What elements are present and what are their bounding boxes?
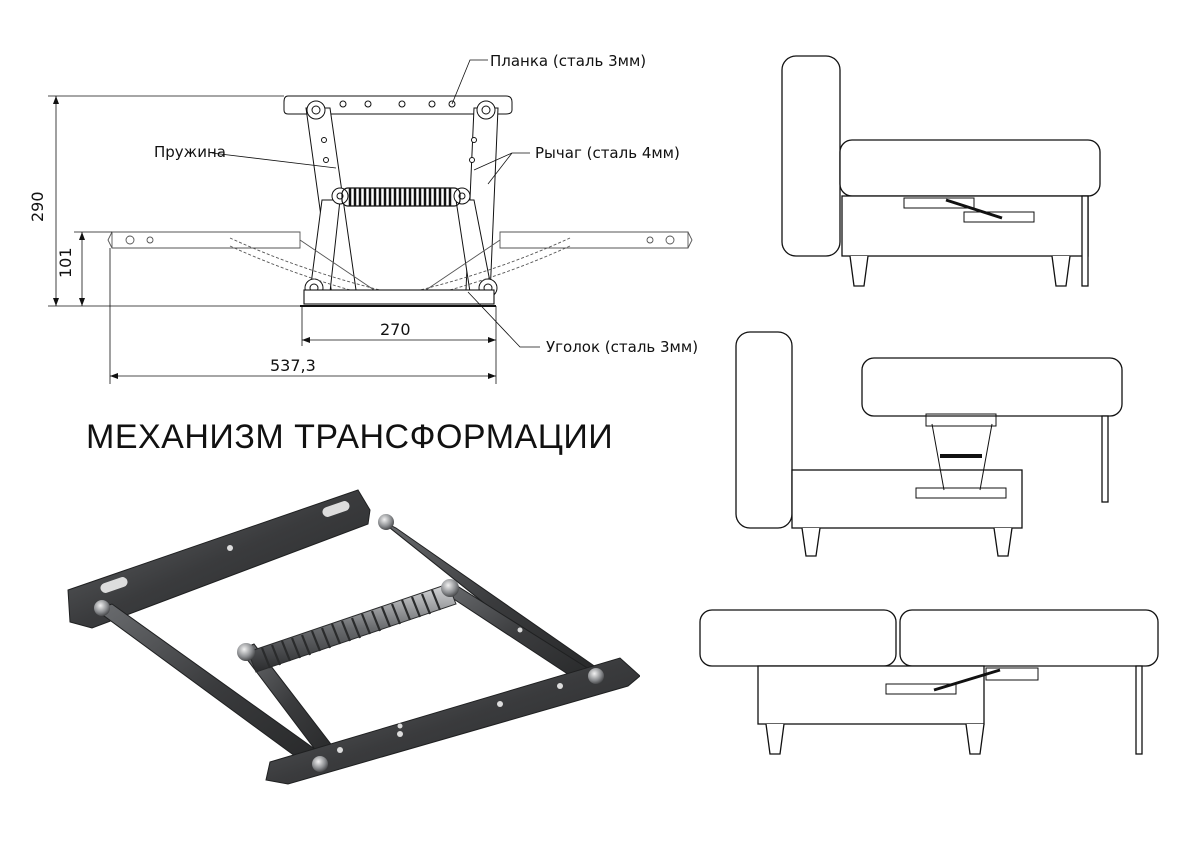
sofa-position-3 <box>699 609 1159 755</box>
sofa-position-1 <box>781 55 1101 287</box>
callout-spring: Пружина <box>154 143 226 161</box>
mechanism-technical-drawing <box>48 59 693 384</box>
render-bolts <box>94 514 604 772</box>
spring-drawing <box>341 187 461 207</box>
unfolded-spring-right <box>419 237 571 291</box>
top-plate <box>283 95 513 115</box>
render-lever-front <box>94 603 331 771</box>
dimension-width-unfolded: 537,3 <box>270 356 316 375</box>
callout-lever: Рычаг (сталь 4мм) <box>535 144 680 162</box>
bottom-bracket <box>303 289 495 305</box>
render-spring <box>247 583 457 673</box>
callout-plate: Планка (сталь 3мм) <box>490 52 647 70</box>
mechanism-3d-render <box>67 489 640 785</box>
page-heading: МЕХАНИЗМ ТРАНСФОРМАЦИИ <box>86 418 614 456</box>
unfolded-plate-right <box>499 231 689 249</box>
callout-bracket: Уголок (сталь 3мм) <box>546 338 699 356</box>
unfolded-spring-left <box>229 237 381 291</box>
render-top-plate <box>67 489 371 629</box>
dimension-height-total: 290 <box>28 191 47 222</box>
dimension-width-base: 270 <box>380 320 411 339</box>
render-bottom-plate <box>265 657 640 785</box>
unfolded-plate-left <box>111 231 301 249</box>
dimension-height-folded: 101 <box>56 247 75 278</box>
sofa-position-2 <box>735 331 1123 557</box>
